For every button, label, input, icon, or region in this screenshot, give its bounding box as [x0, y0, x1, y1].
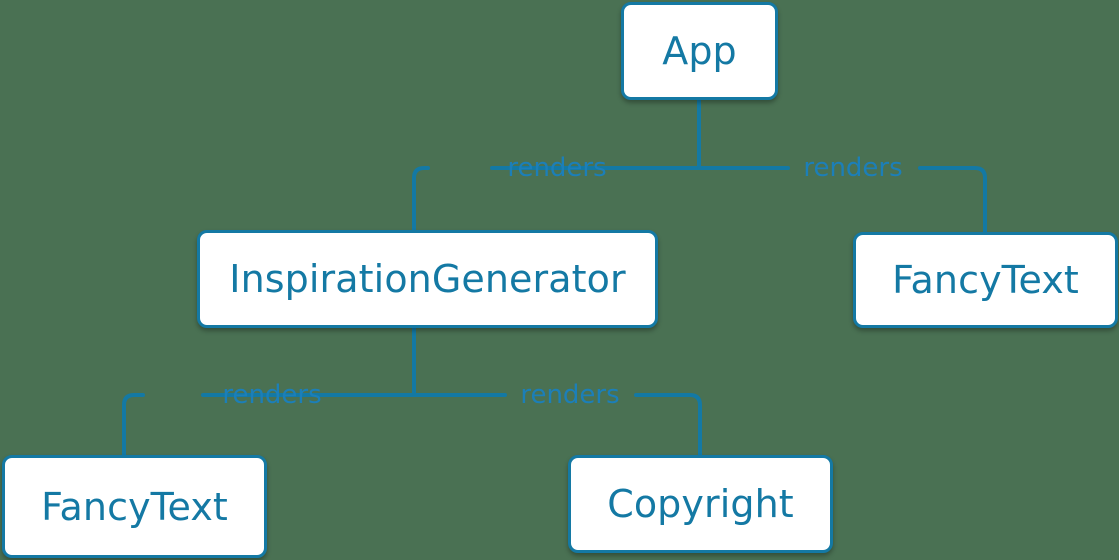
node-inspiration-generator-label: InspirationGenerator [229, 257, 626, 301]
edge-label-inspiration-copyright: renders [520, 380, 620, 410]
node-copyright-label: Copyright [607, 482, 794, 526]
edge-inspiration-to-fancytext-elbow [122, 393, 145, 457]
edge-app-to-inspiration-elbow [412, 166, 430, 232]
edge-app-to-fancytext-elbow [918, 166, 987, 234]
edge-label-app-fancytext: renders [803, 153, 903, 183]
edge-label-app-inspiration: renders [507, 153, 607, 183]
node-fancytext-right-label: FancyText [892, 258, 1079, 302]
node-fancytext-right[interactable]: FancyText [853, 232, 1118, 328]
edge-inspiration-to-copyright-elbow [634, 393, 702, 457]
node-inspiration-generator[interactable]: InspirationGenerator [197, 230, 658, 328]
node-fancytext-bottom-label: FancyText [41, 484, 228, 529]
node-copyright[interactable]: Copyright [568, 455, 833, 553]
node-fancytext-bottom[interactable]: FancyText [2, 455, 267, 558]
edge-label-inspiration-fancytext: renders [222, 380, 322, 410]
node-app[interactable]: App [621, 2, 778, 100]
node-app-label: App [662, 29, 737, 73]
